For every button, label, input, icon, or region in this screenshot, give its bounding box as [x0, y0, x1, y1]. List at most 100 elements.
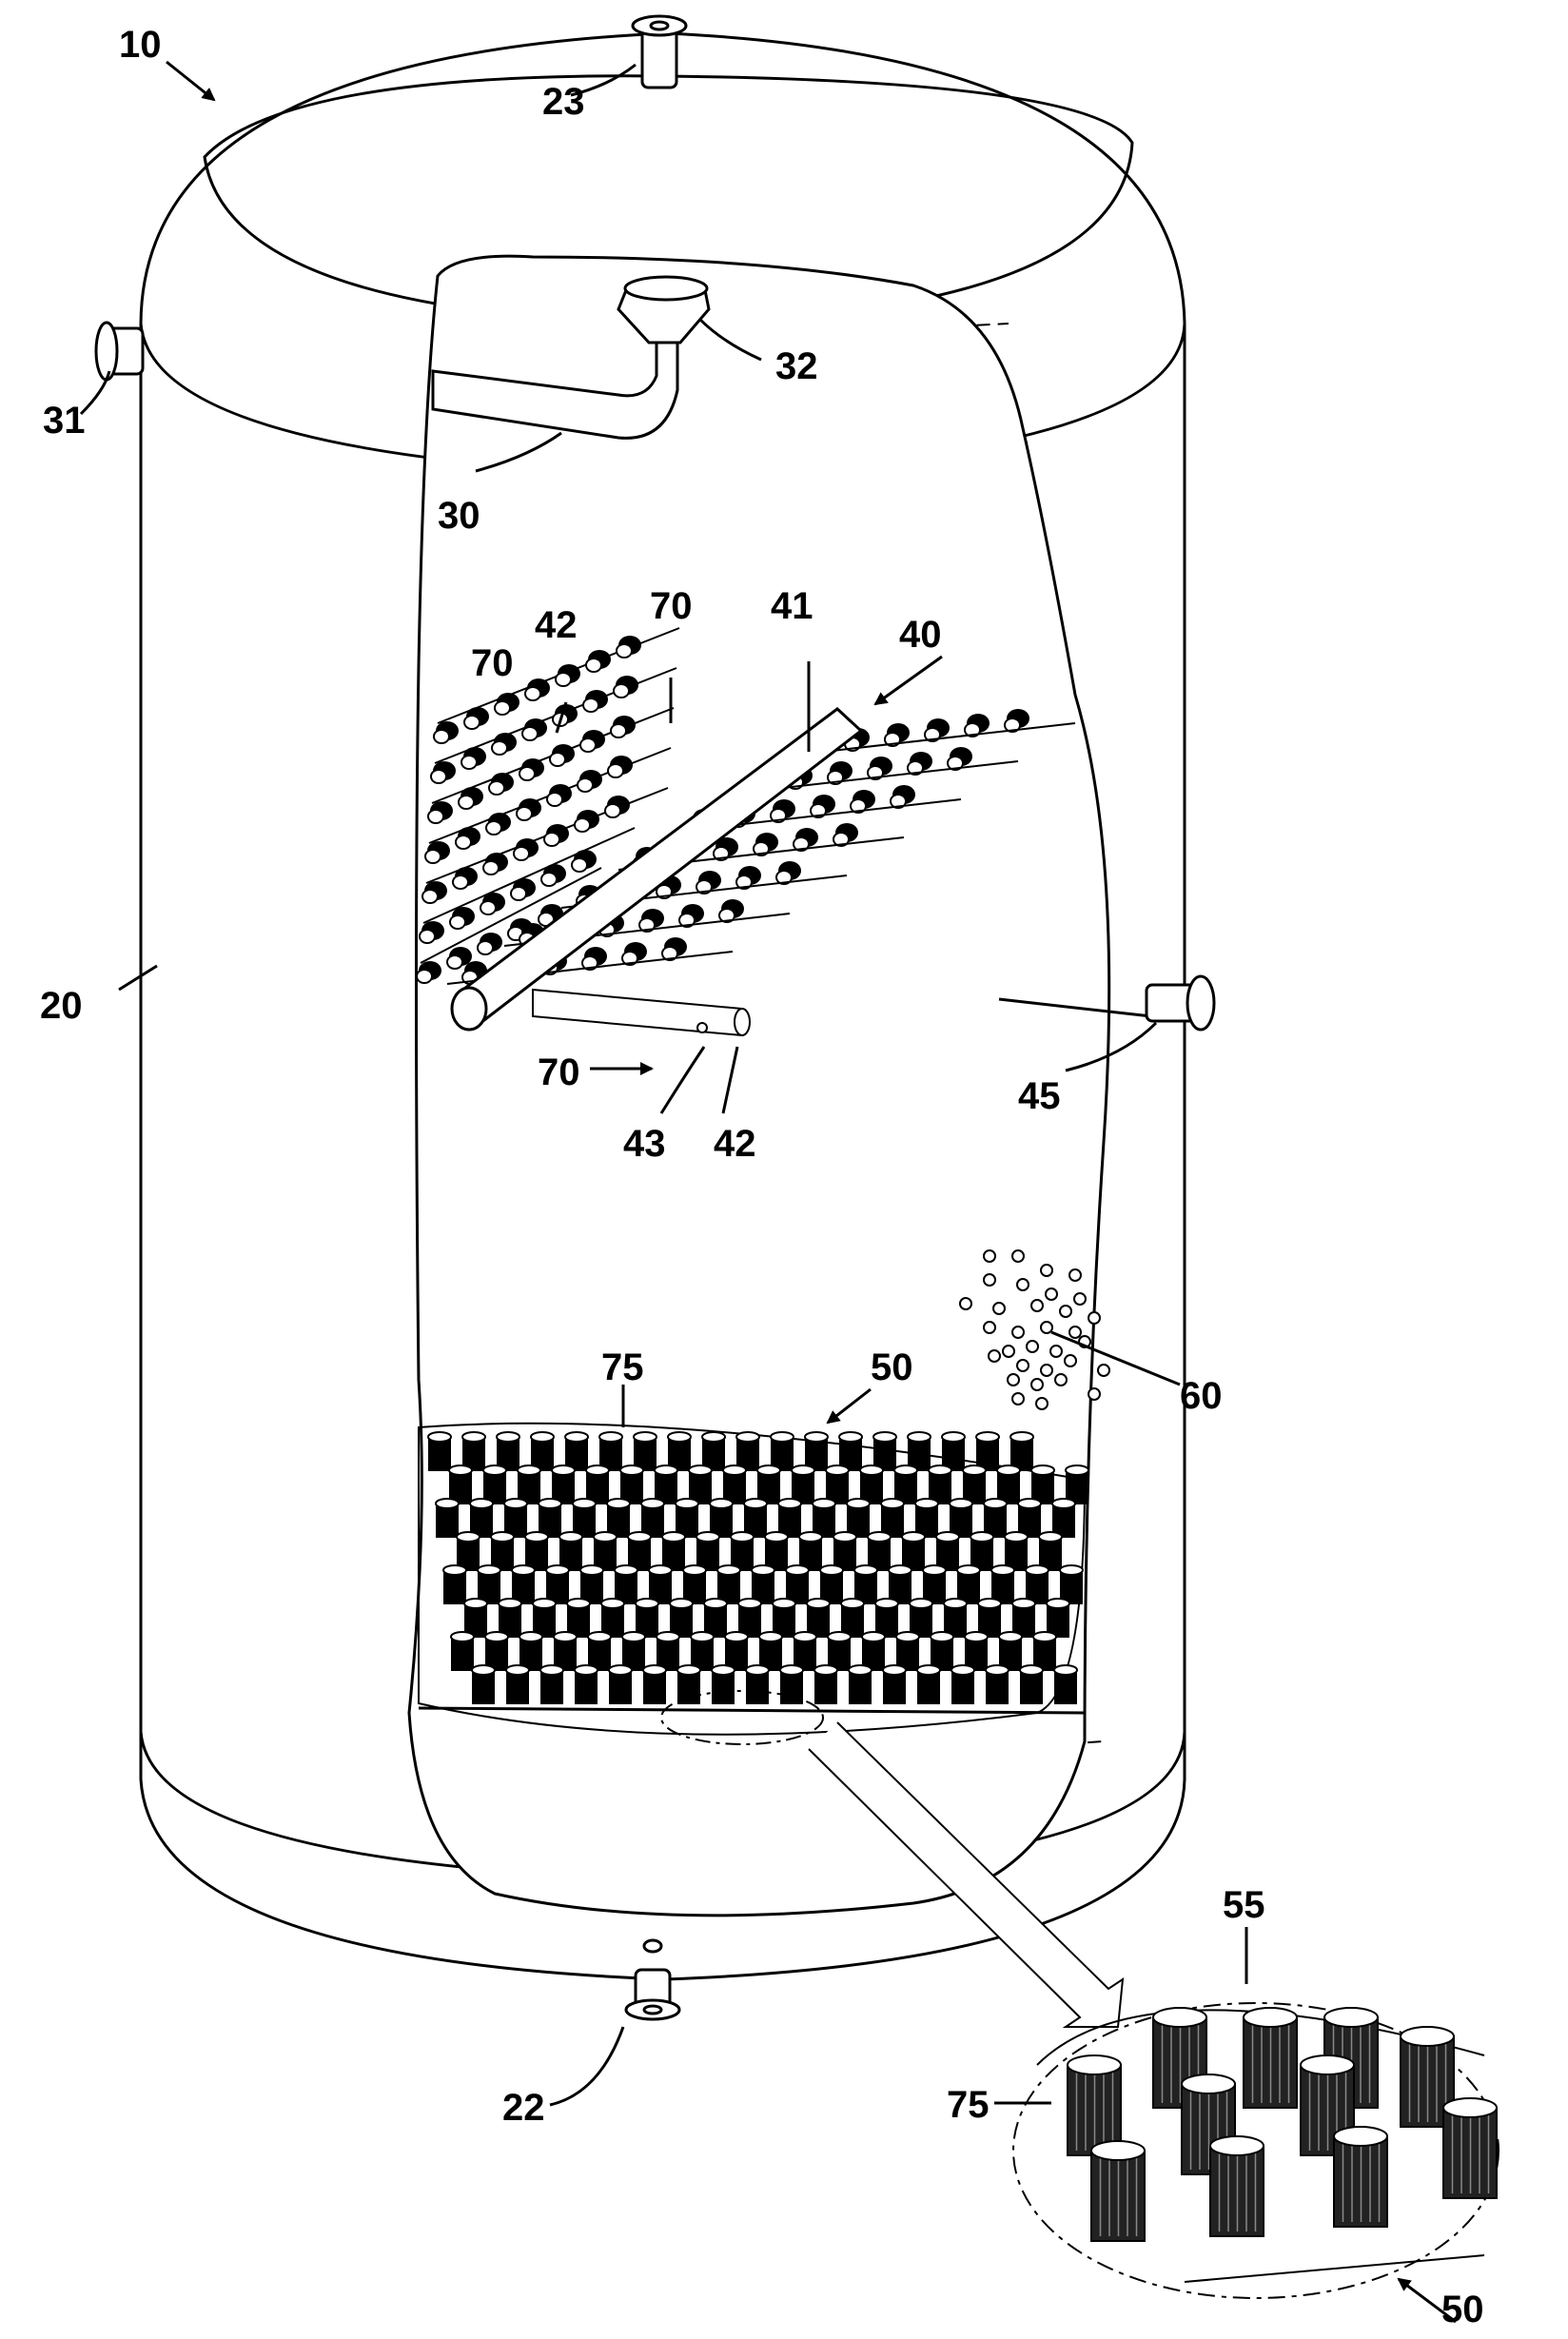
- label-45: 45: [1018, 1075, 1061, 1117]
- strainer-top: [574, 1664, 598, 1676]
- strainer-top: [627, 1531, 652, 1543]
- particle: [1059, 1305, 1072, 1318]
- nozzle-70: [678, 913, 696, 928]
- nozzle-70: [571, 857, 588, 873]
- side-nozzle-31: [94, 321, 145, 382]
- label-20: 20: [40, 985, 83, 1027]
- label-55: 55: [1223, 1884, 1265, 1926]
- particle: [1073, 1292, 1087, 1306]
- strainer-top: [661, 1531, 686, 1543]
- nozzle-70: [607, 763, 624, 778]
- strainer-top: [688, 1464, 713, 1476]
- strainer-top: [642, 1664, 667, 1676]
- strainer-top: [566, 1598, 591, 1609]
- strainer-top: [1009, 1431, 1034, 1443]
- particle: [1016, 1359, 1029, 1372]
- nozzle-70: [696, 879, 713, 894]
- strainer-top: [442, 1564, 467, 1576]
- nozzle-70: [577, 777, 594, 793]
- nozzle-70: [419, 929, 436, 944]
- strainer-top: [935, 1531, 960, 1543]
- detail-strainer-top: [1243, 2007, 1298, 2028]
- strainer-top: [990, 1564, 1015, 1576]
- strainer-top: [951, 1664, 975, 1676]
- label-75a: 75: [601, 1346, 644, 1388]
- nozzle-70: [480, 900, 497, 915]
- strainer-top: [463, 1598, 488, 1609]
- strainer-top: [503, 1498, 528, 1509]
- strainer-top: [793, 1631, 817, 1642]
- strainer-top: [861, 1631, 886, 1642]
- strainer-top: [1065, 1464, 1089, 1476]
- strainer-top: [907, 1431, 931, 1443]
- nozzle-70: [638, 917, 656, 933]
- strainer-top: [1025, 1564, 1049, 1576]
- strainer-top: [777, 1498, 802, 1509]
- strainer-top: [551, 1464, 576, 1476]
- nozzle-70: [890, 794, 907, 809]
- nozzle-70: [416, 969, 433, 984]
- particle: [1040, 1264, 1053, 1277]
- inlet-pipe-30: [431, 275, 711, 440]
- nozzle-70: [488, 780, 505, 796]
- label-75b: 75: [947, 2084, 990, 2126]
- strainer-top: [669, 1598, 694, 1609]
- label-50a: 50: [871, 1346, 913, 1388]
- strainer-top: [667, 1431, 692, 1443]
- particle: [1040, 1321, 1053, 1334]
- nozzle-70: [510, 886, 527, 901]
- strainer-top: [922, 1564, 947, 1576]
- nozzle-70: [574, 817, 591, 833]
- particle: [1064, 1354, 1077, 1367]
- nozzle-70: [555, 672, 572, 687]
- detail-strainer-top: [1090, 2140, 1146, 2161]
- strainer-top: [427, 1431, 452, 1443]
- leader-lines: [79, 60, 1457, 2324]
- strainer-top: [448, 1464, 473, 1476]
- strainer-array-75: [427, 1431, 1089, 1704]
- strainer-top: [572, 1498, 597, 1509]
- strainer-top: [772, 1598, 796, 1609]
- nozzle-70: [540, 872, 558, 887]
- particle: [1011, 1326, 1025, 1339]
- strainer-top: [977, 1598, 1002, 1609]
- strainer-top: [656, 1631, 680, 1642]
- particle: [1088, 1387, 1101, 1401]
- nozzle-70: [494, 700, 511, 716]
- strainer-top: [853, 1564, 878, 1576]
- strainer-top: [874, 1598, 899, 1609]
- strainer-top: [1053, 1664, 1078, 1676]
- particle: [1016, 1278, 1029, 1291]
- media-particles-60: [959, 1249, 1110, 1410]
- particle: [1007, 1373, 1020, 1386]
- detail-strainer-top: [1400, 2026, 1455, 2047]
- label-31: 31: [43, 400, 86, 442]
- strainer-top: [758, 1631, 783, 1642]
- strainer-top: [785, 1564, 810, 1576]
- strainer-top: [893, 1464, 918, 1476]
- strainer-top: [608, 1664, 633, 1676]
- label-41: 41: [771, 585, 813, 627]
- strainer-top: [846, 1498, 871, 1509]
- nozzle-70: [513, 846, 530, 861]
- nozzle-70: [964, 722, 981, 737]
- strainer-top: [564, 1431, 589, 1443]
- nozzle-70: [753, 841, 770, 856]
- strainer-top: [756, 1464, 781, 1476]
- nozzle-70: [850, 798, 867, 814]
- detail-callout: [660, 1690, 1499, 2299]
- strainer-top: [511, 1564, 536, 1576]
- strainer-top: [848, 1664, 872, 1676]
- nozzle-70: [433, 729, 450, 744]
- strainer-top: [593, 1531, 617, 1543]
- strainer-top: [490, 1531, 515, 1543]
- strainer-top: [928, 1464, 952, 1476]
- detail-strainer-top: [1300, 2054, 1355, 2075]
- strainer-top: [737, 1598, 762, 1609]
- particle: [1030, 1378, 1044, 1391]
- nozzle-70: [430, 769, 447, 784]
- strainer-top: [819, 1564, 844, 1576]
- lateral-pipe-end: [734, 1008, 751, 1036]
- strainer-top: [779, 1664, 804, 1676]
